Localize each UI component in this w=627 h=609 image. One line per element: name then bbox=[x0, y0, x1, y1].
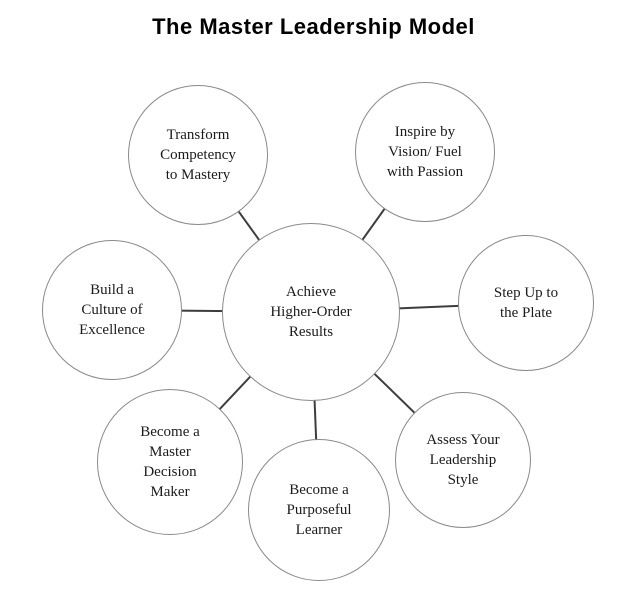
diagram-title: The Master Leadership Model bbox=[152, 14, 475, 39]
